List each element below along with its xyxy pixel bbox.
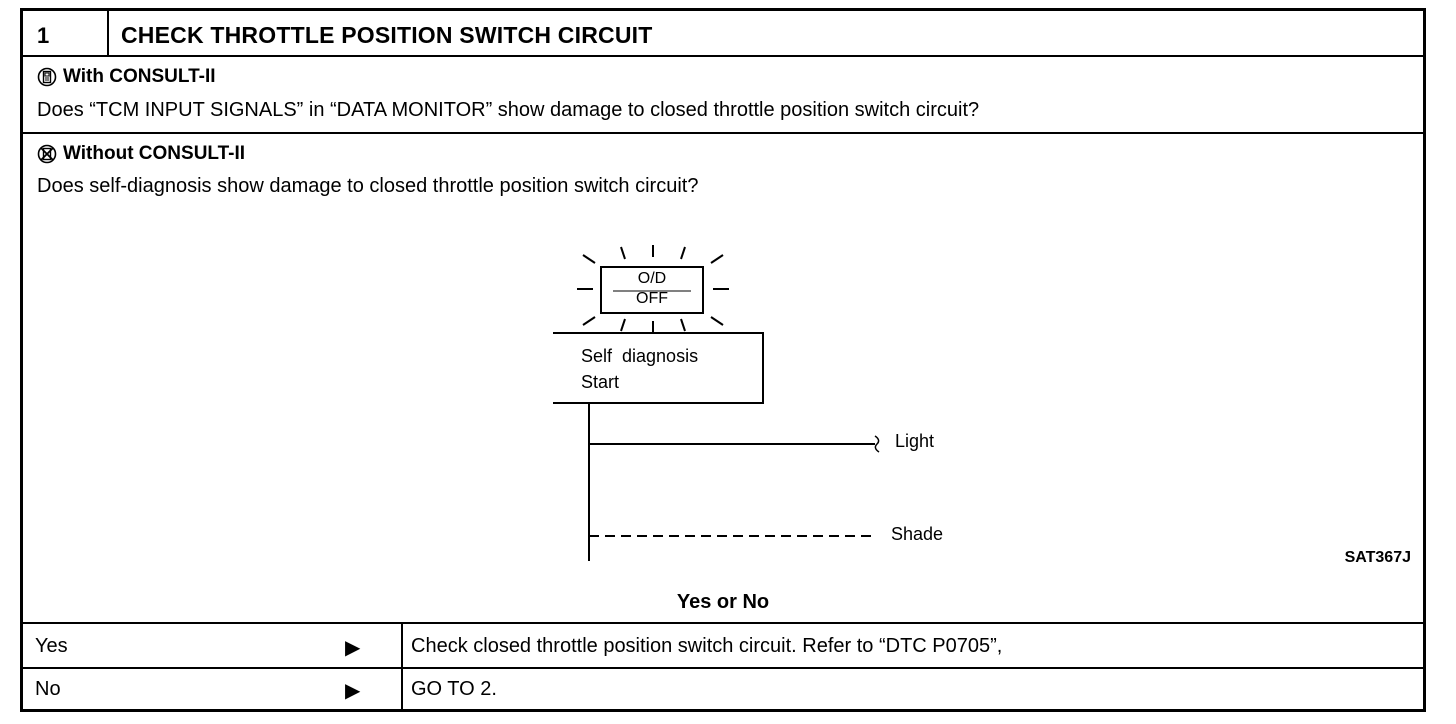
header-bottom-rule [23, 55, 1423, 57]
answer-yes-action: Check closed throttle position switch ci… [411, 635, 1003, 657]
lamp-rays-icon [577, 245, 729, 333]
answers-middle-rule [23, 667, 1423, 669]
figure-code: SAT367J [1344, 549, 1411, 566]
step-title: CHECK THROTTLE POSITION SWITCH CIRCUIT [121, 22, 653, 48]
with-consult-question: Does “TCM INPUT SIGNALS” in “DATA MONITO… [37, 99, 980, 121]
step-number: 1 [37, 23, 50, 48]
without-consult-heading: Without CONSULT-II [37, 143, 245, 165]
lamp-line-1: O/D [637, 270, 667, 287]
procedure-table: 1 CHECK THROTTLE POSITION SWITCH CIRCUIT… [20, 8, 1426, 712]
answers-divider [401, 622, 403, 712]
section-rule [23, 132, 1423, 134]
answer-yes-arrow-icon: ▶ [345, 637, 361, 659]
self-diagnosis-label: Self diagnosis Start [581, 343, 698, 395]
answer-yes-label: Yes [35, 635, 68, 657]
diagram-lines [553, 245, 880, 561]
no-consult-icon [37, 144, 57, 164]
box-line-1: Self diagnosis [581, 346, 699, 366]
self-diagnosis-box [553, 332, 764, 404]
without-consult-title: Without CONSULT-II [63, 143, 246, 164]
without-consult-question: Does self-diagnosis show damage to close… [37, 175, 699, 197]
consult-tester-icon [37, 67, 57, 87]
header-divider [107, 11, 109, 55]
od-off-lamp-label: O/D OFF [601, 269, 703, 309]
with-consult-title: With CONSULT-II [63, 66, 216, 87]
light-label: Light [895, 431, 935, 451]
shade-label: Shade [891, 524, 944, 544]
yes-no-heading: Yes or No [676, 591, 770, 613]
answer-no-arrow-icon: ▶ [345, 680, 361, 702]
box-line-2: Start [581, 372, 620, 392]
answer-no-action: GO TO 2. [411, 678, 497, 700]
lamp-line-2: OFF [636, 290, 668, 307]
answer-no-label: No [35, 678, 61, 700]
with-consult-heading: With CONSULT-II [37, 66, 216, 88]
self-diagnosis-diagram: O/D OFF Self diagnosis Start Light Shade [553, 243, 953, 563]
answers-top-rule [23, 622, 1423, 624]
od-off-lamp-icon [600, 266, 704, 314]
